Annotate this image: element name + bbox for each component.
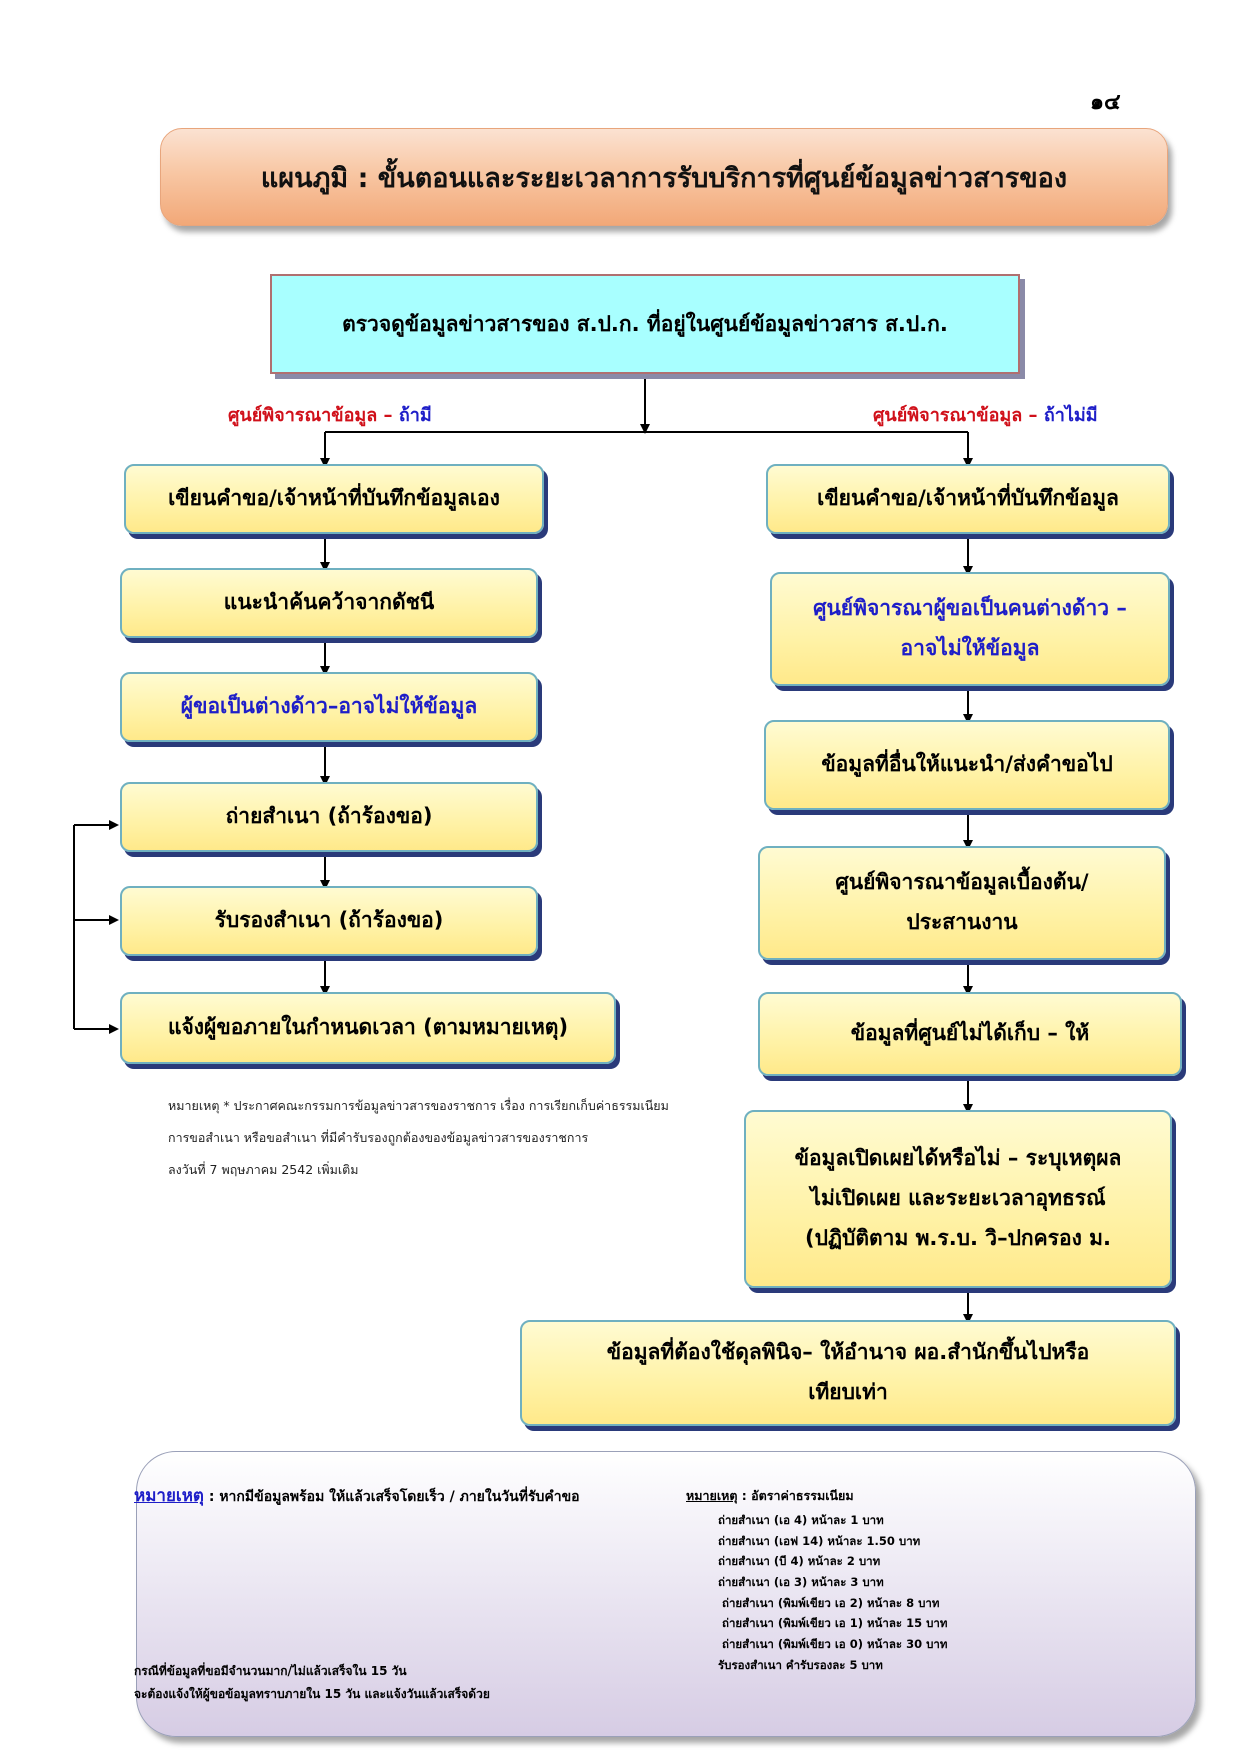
- branch-label-prefix: ศูนย์พิจารณาข้อมูล –: [873, 405, 1044, 426]
- right-step-disclosure-decision: ข้อมูลเปิดเผยได้หรือไม่ – ระบุเหตุผลไม่เ…: [744, 1110, 1172, 1288]
- right-step-not-kept: ข้อมูลที่ศูนย์ไม่ได้เก็บ – ให้: [758, 992, 1182, 1076]
- left-step-write-request: เขียนคำขอ/เจ้าหน้าที่บันทึกข้อมูลเอง: [124, 464, 544, 534]
- line: ไม่เปิดเผย และระยะเวลาอุทธรณ์: [810, 1186, 1106, 1211]
- line: ข้อมูลที่ต้องใช้ดุลพินิจ– ให้อำนาจ ผอ.สำ…: [606, 1340, 1090, 1365]
- left-step-notify-requester: แจ้งผู้ขอภายในกำหนดเวลา (ตามหมายเหตุ): [120, 992, 616, 1064]
- fee-item: รับรองสำเนา คำรับรองละ 5 บาท: [718, 1657, 883, 1672]
- left-step-index-search: แนะนำค้นคว้าจากดัชนี: [120, 568, 538, 638]
- fee-item: ถ่ายสำเนา (พิมพ์เขียว เอ 1) หน้าละ 15 บา…: [722, 1616, 948, 1631]
- fee-item: ถ่ายสำเนา (เอฟ 14) หน้าละ 1.50 บาท: [718, 1533, 921, 1548]
- line: ศูนย์พิจารณาข้อมูลเบื้องต้น/: [835, 870, 1089, 895]
- footnote-line: หมายเหตุ * ประกาศคณะกรรมการข้อมูลข่าวสาร…: [168, 1098, 669, 1113]
- line: เทียบเท่า: [808, 1380, 888, 1404]
- line: ข้อมูลเปิดเผยได้หรือไม่ – ระบุเหตุผล: [794, 1146, 1122, 1171]
- page-title: แผนภูมิ : ขั้นตอนและระยะเวลาการรับบริการ…: [160, 128, 1168, 226]
- notes-heading: หมายเหตุ : หากมีข้อมูลพร้อม ให้แล้วเสร็จ…: [134, 1482, 580, 1509]
- line: อาจไม่ให้ข้อมูล: [900, 636, 1040, 660]
- line: ประสานงาน: [906, 910, 1018, 934]
- notes-panel: [136, 1451, 1196, 1737]
- line: (ปฏิบัติตาม พ.ร.บ. วิ–ปกครอง ม.: [805, 1225, 1111, 1250]
- branch-label-unavailable: ศูนย์พิจารณาข้อมูล – ถ้าไม่มี: [873, 400, 1098, 429]
- line: ศูนย์พิจารณาผู้ขอเป็นคนต่างด้าว –: [813, 596, 1127, 621]
- notes-line: จะต้องแจ้งให้ผู้ขอข้อมูลทราบภายใน 15 วัน…: [134, 1686, 490, 1701]
- branch-label-suffix: ถ้าไม่มี: [1043, 405, 1098, 426]
- fees-list: ถ่ายสำเนา (เอ 4) หน้าละ 1 บาท ถ่ายสำเนา …: [718, 1510, 947, 1676]
- notes-line: กรณีที่ข้อมูลที่ขอมีจำนวนมาก/ไม่แล้วเสร็…: [134, 1664, 407, 1678]
- fees-title: : อัตราค่าธรรมเนียม: [737, 1488, 854, 1503]
- fee-item: ถ่ายสำเนา (เอ 3) หน้าละ 3 บาท: [718, 1575, 884, 1590]
- right-step-write-request: เขียนคำขอ/เจ้าหน้าที่บันทึกข้อมูล: [766, 464, 1170, 534]
- left-step-copy: ถ่ายสำเนา (ถ้าร้องขอ): [120, 782, 538, 852]
- left-step-certify-copy: รับรองสำเนา (ถ้าร้องขอ): [120, 886, 538, 956]
- notes-extended-time: กรณีที่ข้อมูลที่ขอมีจำนวนมาก/ไม่แล้วเสร็…: [134, 1660, 490, 1706]
- right-step-discretion: ข้อมูลที่ต้องใช้ดุลพินิจ– ให้อำนาจ ผอ.สำ…: [520, 1320, 1176, 1426]
- footnote-line: การขอสำเนา หรือขอสำเนา ที่มีคำรับรองถูกต…: [168, 1129, 589, 1145]
- notes-label: หมายเหตุ: [134, 1486, 204, 1506]
- left-step-foreigner: ผู้ขอเป็นต่างด้าว–อาจไม่ให้ข้อมูล: [120, 672, 538, 742]
- footnote-line: ลงวันที่ 7 พฤษภาคม 2542 เพิ่มเติม: [168, 1161, 359, 1177]
- footnote: หมายเหตุ * ประกาศคณะกรรมการข้อมูลข่าวสาร…: [168, 1090, 728, 1186]
- branch-label-available: ศูนย์พิจารณาข้อมูล – ถ้ามี: [228, 400, 432, 429]
- step-check-information: ตรวจดูข้อมูลข่าวสารของ ส.ป.ก. ที่อยู่ในศ…: [270, 274, 1020, 374]
- fee-item: ถ่ายสำเนา (พิมพ์เขียว เอ 2) หน้าละ 8 บาท: [722, 1595, 940, 1610]
- branch-label-prefix: ศูนย์พิจารณาข้อมูล –: [228, 405, 399, 426]
- page-number: ๑๔: [1090, 90, 1121, 115]
- fee-item: ถ่ายสำเนา (เอ 4) หน้าละ 1 บาท: [718, 1513, 884, 1527]
- fee-item: ถ่ายสำเนา (พิมพ์เขียว เอ 0) หน้าละ 30 บา…: [722, 1637, 948, 1652]
- fees-label: หมายเหตุ: [686, 1488, 738, 1503]
- right-step-refer-elsewhere: ข้อมูลที่อื่นให้แนะนำ/ส่งคำขอไป: [764, 720, 1170, 810]
- branch-label-suffix: ถ้ามี: [398, 405, 432, 426]
- fee-item: ถ่ายสำเนา (บี 4) หน้าละ 2 บาท: [718, 1554, 881, 1569]
- right-step-foreigner: ศูนย์พิจารณาผู้ขอเป็นคนต่างด้าว – อาจไม่ใ…: [770, 572, 1170, 686]
- right-step-preliminary-review: ศูนย์พิจารณาข้อมูลเบื้องต้น/ประสานงาน: [758, 846, 1166, 960]
- fees-heading: หมายเหตุ : อัตราค่าธรรมเนียม: [686, 1486, 854, 1506]
- notes-text: : หากมีข้อมูลพร้อม ให้แล้วเสร็จโดยเร็ว /…: [203, 1489, 580, 1505]
